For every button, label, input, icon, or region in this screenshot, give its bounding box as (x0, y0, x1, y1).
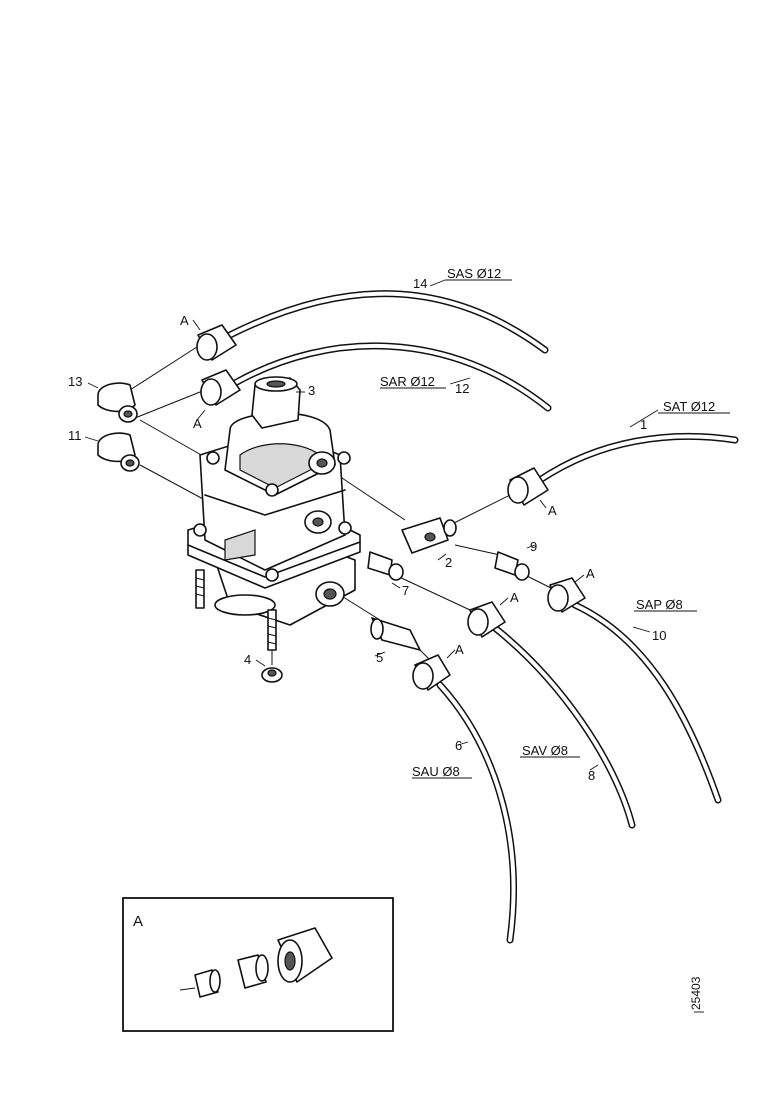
callout-11: 11 (68, 428, 82, 443)
nut-a-10 (547, 577, 586, 613)
pipe-label-sar: SAR Ø12 (380, 374, 435, 389)
callout-12: 12 (455, 381, 469, 396)
figure-id: 25403 (689, 976, 703, 1010)
callout-8: 8 (588, 768, 595, 783)
nut-a-1 (507, 467, 549, 506)
callout-7: 7 (402, 583, 409, 598)
fitting-7 (367, 551, 404, 581)
detail-box-a: A (122, 897, 394, 1032)
nut-a-12 (200, 369, 241, 406)
callout-10: 10 (652, 628, 666, 643)
hose-1-sat (536, 432, 739, 484)
callout-2: 2 (445, 555, 452, 570)
port-fitting (308, 451, 336, 475)
nut-a-8 (467, 601, 506, 638)
detail-sleeve (194, 969, 221, 998)
hose-12-sar (231, 342, 552, 412)
port-fitting (304, 510, 332, 534)
callout-6: 6 (455, 738, 462, 753)
detail-ref-a: A (455, 642, 464, 657)
detail-ref-a: A (510, 590, 519, 605)
detail-box-title: A (133, 913, 143, 930)
port-fitting (315, 581, 345, 607)
label-underlines (380, 279, 730, 779)
mounting-stud (195, 569, 205, 609)
elbow-fitting-11 (97, 432, 140, 472)
detail-nut (277, 927, 333, 983)
hose-14-sas (226, 290, 549, 354)
pipe-label-sap: SAP Ø8 (636, 597, 683, 612)
hose-8-sav (491, 624, 636, 829)
nut-a-14 (196, 324, 237, 361)
leader-lines (84, 279, 659, 771)
valve-body (187, 376, 361, 651)
detail-ref-a: A (193, 416, 202, 431)
pipe-label-sat: SAT Ø12 (663, 399, 715, 414)
nut-4 (261, 667, 283, 683)
hose-6-sau (436, 681, 517, 944)
callout-13: 13 (68, 374, 82, 389)
sleeve-5 (370, 617, 421, 651)
callout-3: 3 (308, 383, 315, 398)
mounting-stud (267, 609, 277, 651)
callout-5: 5 (376, 650, 383, 665)
pipe-label-sau: SAU Ø8 (412, 764, 460, 779)
pipe-label-sas: SAS Ø12 (447, 266, 501, 281)
hose-10-sap (571, 601, 722, 804)
fitting-9 (494, 551, 530, 581)
detail-olive (237, 954, 269, 989)
callout-9: 9 (530, 539, 537, 554)
fitting-2 (401, 517, 457, 554)
detail-ref-a: A (548, 503, 557, 518)
detail-ref-a: A (180, 313, 189, 328)
callout-14: 14 (413, 276, 427, 291)
pipe-label-sav: SAV Ø8 (522, 743, 568, 758)
callout-1: 1 (640, 417, 647, 432)
elbow-fitting-13 (97, 382, 138, 423)
callout-4: 4 (244, 652, 251, 667)
nut-a-6 (412, 654, 451, 691)
detail-ref-a: A (586, 566, 595, 581)
